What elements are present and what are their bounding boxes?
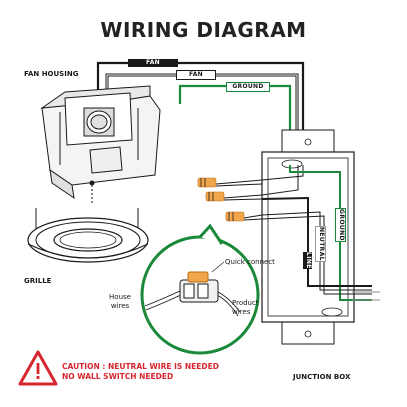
fan-housing	[40, 85, 161, 205]
quick-connect-label: Quick connect	[225, 258, 275, 266]
page-title: WIRING DIAGRAM	[100, 18, 307, 42]
ground-vertical-tag: GROUND	[335, 208, 346, 242]
junction-box-label: JUNCTION BOX	[293, 373, 351, 381]
grille-label: GRILLE	[24, 277, 52, 285]
house-wires-label: House wires	[109, 293, 131, 310]
caution-line-1: CAUTION : NEUTRAL WIRE IS NEEDED	[62, 362, 219, 371]
grille	[27, 208, 149, 263]
caution-line-2: NO WALL SWITCH NEEDED	[62, 372, 174, 381]
fan-housing-label: FAN HOUSING	[24, 70, 79, 78]
fan-wire-tag-white: FAN	[176, 70, 216, 80]
quick-connect-callout	[140, 223, 260, 355]
caution-text: CAUTION : NEUTRAL WIRE IS NEEDED NO WALL…	[62, 362, 219, 382]
wire-connectors	[197, 177, 263, 222]
ground-wire-tag: GROUND	[226, 82, 270, 92]
line-wire-tag: LINE	[303, 252, 312, 269]
product-wires-label: Product wires	[232, 299, 259, 316]
fan-wire-tag-black: FAN	[128, 59, 178, 67]
quick-connect-icon	[179, 271, 219, 303]
black-fan-wire	[96, 61, 305, 165]
caution-icon	[18, 350, 58, 386]
neutral-wire-tag: NEUTRAL	[315, 226, 326, 262]
